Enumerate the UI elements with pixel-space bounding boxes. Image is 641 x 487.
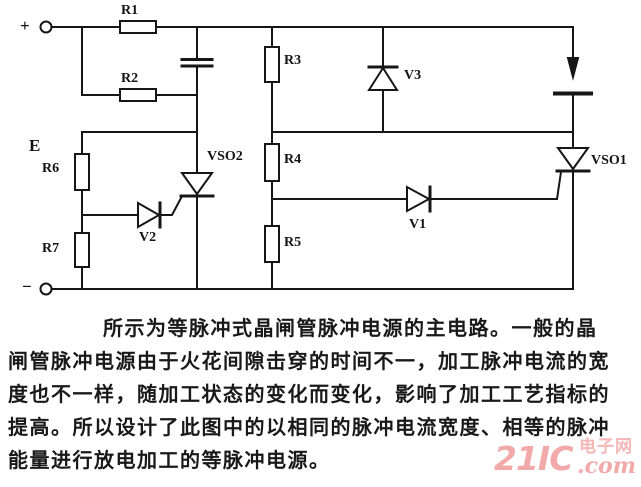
caption-line: 提高。所以设计了此图中的以相同的脉冲电流宽度、相等的脉冲 (8, 415, 610, 439)
thyristor-vso2 (180, 172, 214, 196)
minus-terminal (39, 282, 53, 296)
label-r7: R7 (42, 241, 60, 256)
plus-terminal (39, 20, 53, 34)
label-r5: R5 (284, 235, 302, 250)
site-watermark: 21IC 电子网 .com (494, 438, 641, 484)
label-vso2: VSO2 (207, 149, 243, 164)
diode-v3 (367, 66, 399, 91)
wire-r2-branch (81, 26, 198, 96)
resistor-r2 (119, 88, 157, 102)
diode-v2 (137, 201, 162, 229)
label-r4: R4 (284, 152, 302, 167)
caption-paragraph: 所示为等脉冲式晶闸管脉冲电源的主电路。一般的晶 闸管脉冲电源由于火花间隙击穿的时… (8, 312, 638, 477)
label-r2: R2 (121, 71, 139, 86)
label-vso1: VSO1 (591, 153, 627, 168)
minus-sign-label: − (22, 277, 32, 296)
label-v1: V1 (409, 217, 427, 232)
source-label-e: E (29, 136, 41, 155)
watermark-site-cn-text: 电子网 (579, 437, 633, 457)
resistor-r5 (264, 225, 280, 263)
caption-line: 所示为等脉冲式晶闸管脉冲电源的主电路。一般的晶 (103, 316, 598, 340)
watermark-brand-text: 21IC (494, 439, 573, 478)
plus-sign-label: + (20, 16, 30, 35)
thyristor-vso1 (556, 147, 590, 171)
resistor-r7 (74, 232, 90, 268)
resistor-r3 (264, 46, 280, 83)
spark-gap-electrode-arrow (566, 57, 580, 81)
resistor-r6 (74, 153, 90, 191)
caption-line: 能量进行放电加工的等脉冲电源。 (8, 448, 331, 472)
wire-vso2-gate (160, 196, 183, 216)
label-r1: R1 (121, 3, 139, 18)
watermark-domain-text: .com (577, 453, 637, 479)
diode-v1 (406, 185, 432, 213)
caption-line: 闸管脉冲电源由于火花间隙击穿的时间不一，加工脉冲电流的宽 (8, 349, 610, 373)
resistor-r1 (119, 20, 157, 34)
circuit-diagram (39, 20, 593, 296)
label-v2: V2 (139, 230, 157, 245)
wire-vso1-gate (430, 170, 563, 200)
resistor-r4 (264, 143, 280, 182)
label-r3: R3 (284, 53, 302, 68)
label-r6: R6 (42, 161, 60, 176)
label-v3: V3 (404, 68, 422, 83)
caption-line: 度也不一样，随加工状态的变化而变化，影响了加工工艺指标的 (8, 382, 610, 406)
